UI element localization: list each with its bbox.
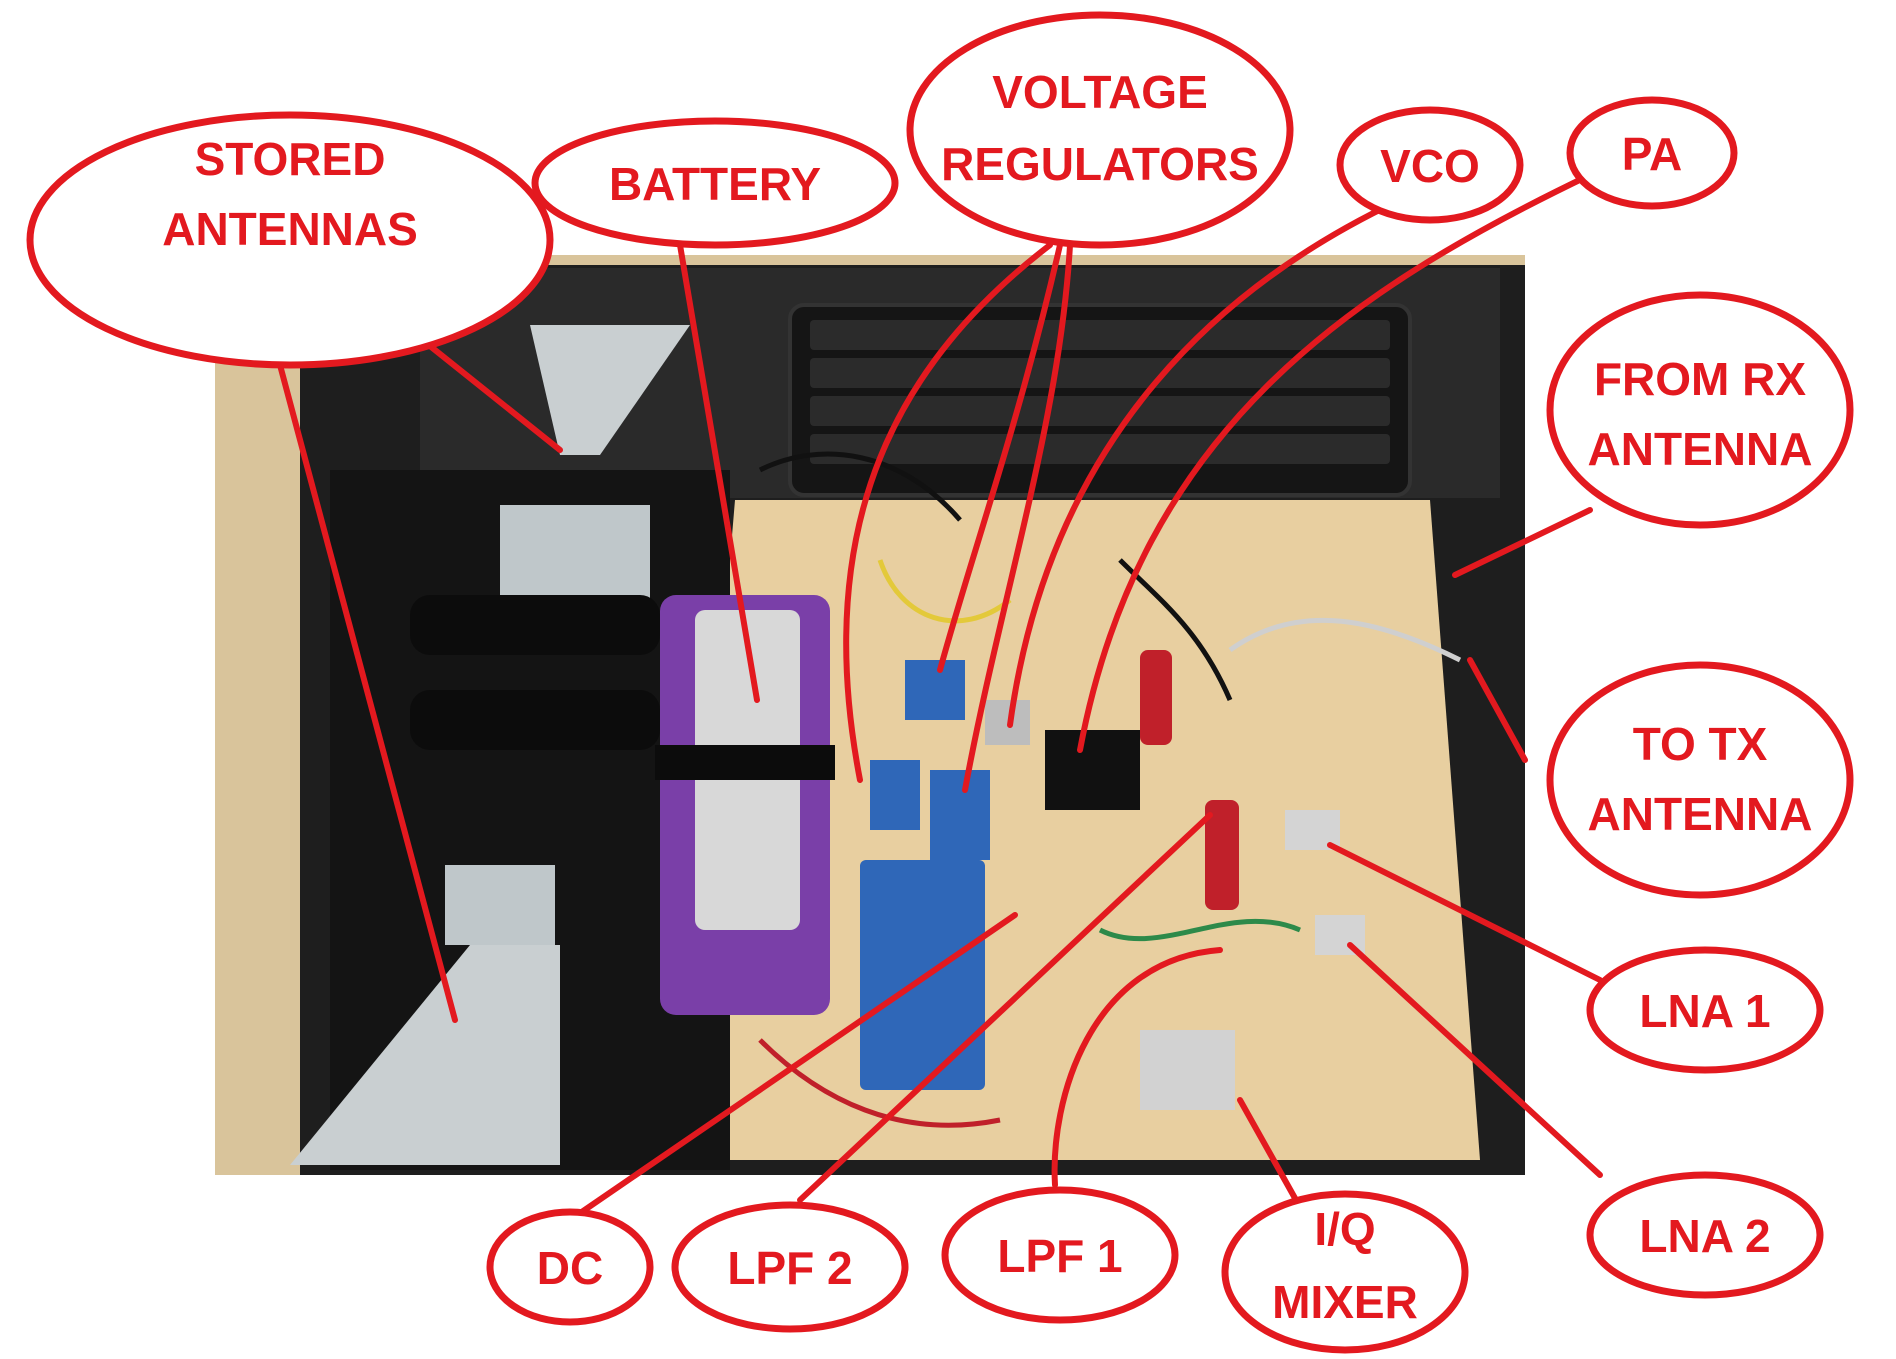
regulator-module-3 [870,760,920,830]
label-voltage-regulators: VOLTAGE REGULATORS [906,11,1294,249]
label-stored-antennas-line2: ANTENNAS [162,203,418,255]
leader-voltage-regulators-1 [843,242,1053,783]
leader-lna-2 [1347,942,1603,1178]
leader-vco [1007,197,1403,728]
label-from-rx-antenna: FROM RX ANTENNA [1546,291,1854,529]
leader-dc [567,912,1018,1223]
iq-mixer-box [1140,1030,1235,1110]
antenna-clamp-ring-2 [410,690,660,750]
label-vco: VCO [1336,106,1524,224]
photo [215,255,1525,1175]
label-stored-antennas-line1: STORED [195,133,386,185]
battery-strap [655,745,835,780]
leader-to-tx-antenna [1467,657,1528,763]
label-to-tx-antenna: TO TX ANTENNA [1546,661,1854,899]
label-from-rx-antenna-line1: FROM RX [1594,353,1806,405]
leader-stored-antennas-top [407,327,563,453]
horn-antenna-top [530,325,690,455]
leader-lpf-1 [1051,947,1223,1188]
label-dc-line1: DC [537,1242,603,1294]
leader-voltage-regulators-2 [937,242,1063,673]
label-to-tx-antenna-line2: ANTENNA [1588,788,1813,840]
label-lpf-2: LPF 2 [671,1201,909,1333]
label-dc: DC [486,1208,654,1326]
regulator-module-1 [905,660,965,720]
label-lpf-2-line1: LPF 2 [727,1242,852,1294]
label-battery: BATTERY [531,117,899,249]
antenna-mount-bottom [445,865,555,945]
leader-stored-antennas-bottom [277,362,458,1023]
label-iq-mixer-line1: I/Q [1314,1203,1375,1255]
label-lna-2-line1: LNA 2 [1639,1210,1770,1262]
lpf-red-2 [1205,800,1239,910]
label-voltage-regulators-line1: VOLTAGE [992,66,1208,118]
regulator-module-2 [930,770,990,860]
label-to-tx-antenna-line1: TO TX [1633,718,1768,770]
horn-antenna-bottom [290,945,560,1165]
leader-pa [1077,172,1593,753]
label-lpf-1: LPF 1 [941,1186,1179,1324]
label-lna-1: LNA 1 [1586,946,1824,1074]
label-voltage-regulators-line2: REGULATORS [941,138,1259,190]
leader-lpf-2 [797,812,1213,1203]
label-iq-mixer: I/Q MIXER [1221,1190,1469,1354]
keyboard-keys [810,320,1390,464]
leader-lines [277,172,1603,1228]
lpf-red-1 [1140,650,1172,745]
label-pa-line1: PA [1622,128,1683,180]
label-lna-1-line1: LNA 1 [1639,985,1770,1037]
label-from-rx-antenna-line2: ANTENNA [1588,423,1813,475]
label-stored-antennas: STORED ANTENNAS [26,111,554,369]
label-pa: PA [1566,96,1738,210]
leader-from-rx-antenna [1452,507,1593,578]
leader-lna-1 [1327,842,1603,983]
label-lpf-1-line1: LPF 1 [997,1230,1122,1282]
label-iq-mixer-line2: MIXER [1272,1276,1418,1328]
label-lna-2: LNA 2 [1586,1171,1824,1299]
leader-battery [677,242,760,703]
label-battery-line1: BATTERY [609,158,821,210]
antenna-clamp-ring-1 [410,595,660,655]
label-vco-line1: VCO [1380,140,1480,192]
pa-heatsink [1045,730,1140,810]
leader-voltage-regulators-3 [962,242,1073,793]
